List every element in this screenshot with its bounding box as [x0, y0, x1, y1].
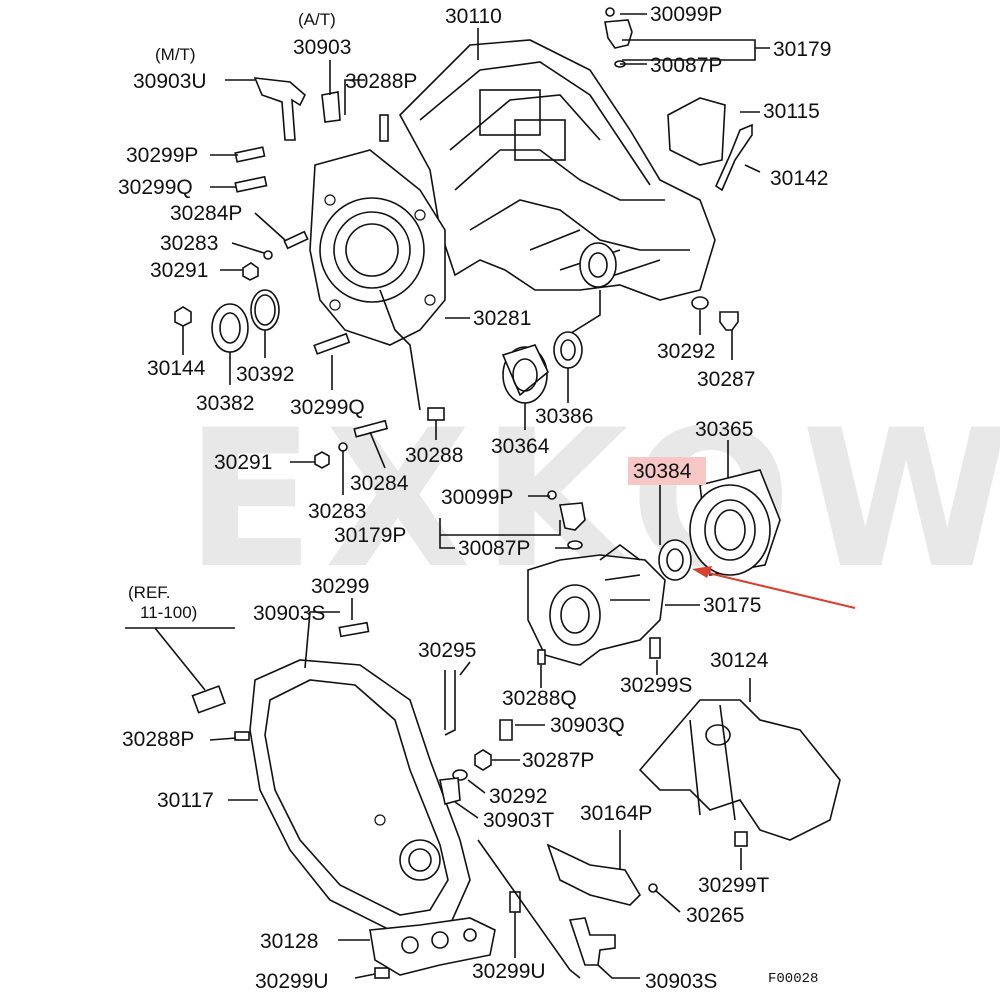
- speed-sensor-mid: [547, 490, 586, 550]
- label-30299q-top: 30299Q: [118, 176, 193, 199]
- label-30175: 30175: [703, 594, 761, 617]
- label-30299u-b: 30299U: [472, 960, 546, 983]
- label-30283-mid: 30283: [308, 500, 366, 523]
- label-30384: 30384: [633, 460, 692, 483]
- leader-lines: [125, 13, 770, 979]
- transfer-cover-30117: [249, 659, 471, 936]
- label-30292-low: 30292: [489, 785, 547, 808]
- small-parts-lower: [374, 719, 658, 979]
- bolts-top-left: [234, 114, 389, 281]
- label-30287: 30287: [697, 368, 755, 391]
- label-30099p-top: 30099P: [650, 3, 722, 26]
- seal-30386: [553, 331, 583, 369]
- label-30128: 30128: [260, 930, 318, 953]
- label-30288: 30288: [405, 444, 463, 467]
- bracket-30903s-low-shape: [568, 917, 616, 966]
- label-30265: 30265: [686, 904, 744, 927]
- lever-30142: [714, 123, 753, 192]
- label-30295: 30295: [418, 639, 476, 662]
- label-30903q: 30903Q: [550, 714, 625, 737]
- label-30292-top: 30292: [657, 340, 715, 363]
- part-labels: (A/T) (M/T) (REF. 11-100) 30110 30099P 3…: [118, 3, 831, 993]
- label-30299q-mid: 30299Q: [290, 396, 365, 419]
- bolts-lower: [191, 621, 661, 741]
- speed-sensor-top: [604, 7, 633, 68]
- label-30288p: 30288P: [345, 70, 417, 93]
- highlight-30384: [628, 457, 706, 485]
- label-30903t: 30903T: [483, 809, 554, 832]
- label-30283-top: 30283: [160, 232, 218, 255]
- label-30299: 30299: [311, 575, 369, 598]
- bearing-30364: [501, 344, 549, 404]
- label-30284: 30284: [350, 472, 409, 495]
- diagram-code: F00028: [768, 971, 818, 987]
- label-30903s-low: 30903S: [645, 970, 717, 993]
- label-30124: 30124: [710, 649, 769, 672]
- label-30299u: 30299U: [255, 970, 329, 993]
- note-at: (A/T): [298, 10, 336, 29]
- label-30903u: 30903U: [133, 70, 207, 93]
- label-30365: 30365: [695, 418, 753, 441]
- pointer-arrow: [692, 566, 856, 609]
- label-30291-mid: 30291: [214, 451, 272, 474]
- label-30903-at: 30903: [293, 36, 351, 59]
- label-30288p-low: 30288P: [122, 728, 194, 751]
- label-30144: 30144: [147, 357, 206, 380]
- label-30392: 30392: [236, 363, 294, 386]
- label-30179p: 30179P: [334, 524, 406, 547]
- transfer-case-housing: [399, 39, 716, 341]
- label-30287p: 30287P: [522, 749, 594, 772]
- label-30299p: 30299P: [126, 144, 198, 167]
- extension-housing-30175: [527, 544, 666, 666]
- cover-30115: [667, 97, 726, 166]
- label-30110: 30110: [445, 5, 502, 28]
- label-30164p: 30164P: [580, 802, 652, 825]
- bearing-30365: [689, 469, 781, 576]
- label-30903s-top: 30903S: [253, 602, 325, 625]
- mount-bracket-30124: [638, 699, 841, 847]
- label-30142: 30142: [770, 167, 828, 190]
- label-30386: 30386: [535, 405, 593, 428]
- plug-30287: [691, 296, 739, 331]
- protector-30128: [369, 917, 496, 976]
- label-30115: 30115: [763, 100, 820, 123]
- label-30288q: 30288Q: [502, 687, 577, 710]
- label-30299t: 30299T: [698, 874, 769, 897]
- label-30099p-mid: 30099P: [441, 486, 513, 509]
- bracket-30903u-shape: [253, 77, 306, 141]
- adapter-plate: [309, 149, 446, 346]
- label-30117: 30117: [157, 789, 214, 812]
- oil-seal-30384: [658, 539, 692, 581]
- label-30087p-mid: 30087P: [458, 537, 530, 560]
- note-ref-1: (REF.: [128, 583, 171, 602]
- plate-30164p: [546, 843, 642, 906]
- pins-middle: [314, 407, 445, 469]
- label-30179: 30179: [773, 38, 831, 61]
- label-30281: 30281: [473, 307, 531, 330]
- label-30087p-top: 30087P: [650, 54, 722, 77]
- seals-left: [174, 289, 351, 355]
- label-30382: 30382: [196, 392, 254, 415]
- note-mt: (M/T): [155, 45, 196, 64]
- bracket-30903-shape: [321, 91, 341, 123]
- label-30299s: 30299S: [620, 674, 692, 697]
- label-30284p: 30284P: [170, 202, 242, 225]
- note-ref-2: 11-100): [140, 603, 197, 622]
- label-30364: 30364: [491, 435, 550, 458]
- label-30291-top: 30291: [150, 259, 208, 282]
